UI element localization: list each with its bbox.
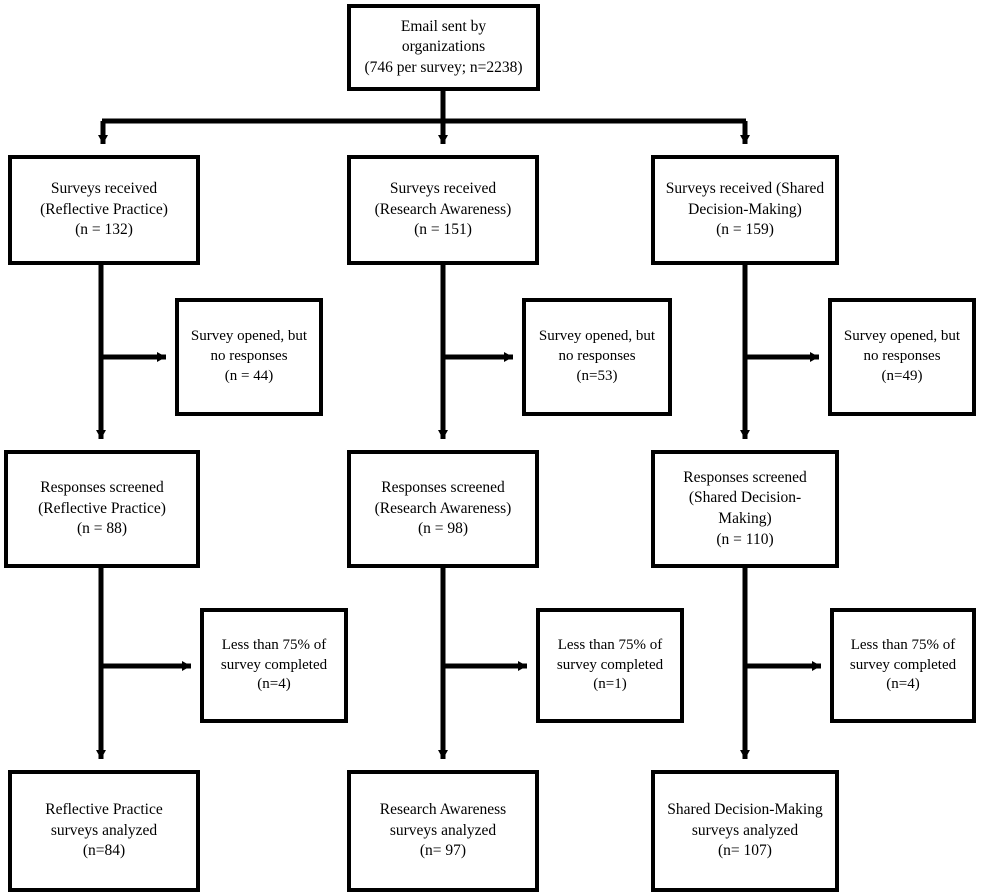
email-sent-line-1: Email sent by [400,17,487,35]
less75-rp-line-1: Less than 75% of [221,636,327,653]
responses-screened-ra-line-2: (Research Awareness) [374,499,512,517]
email-sent-line-3: (746 per survey; n=2238) [364,58,523,76]
survey-opened-ra-line-3: (n=53) [576,367,618,384]
responses-screened-ra-line-3: (n = 98) [417,520,469,538]
analyzed-sdm-line-2: surveys analyzed [691,821,799,839]
responses-screened-sdm-line-3: Making) [718,510,772,527]
less75-ra-line-3: (n=1) [593,676,627,693]
less-than-75-percent-research-awareness-box: Less than 75% of survey completed (n=1) [536,608,684,723]
survey-opened-sdm-line-2: no responses [863,348,941,365]
responses-screened-rp-line-2: (Reflective Practice) [38,499,166,517]
surveys-received-rp-line-1: Surveys received [50,180,158,198]
surveys-received-sdm-line-3: (n = 159) [716,221,774,239]
analyzed-ra-line-1: Research Awareness [379,801,507,819]
less75-sdm-line-3: (n=4) [886,676,920,693]
analyzed-sdm-line-3: (n= 107) [718,842,772,860]
email-sent-line-2: organizations [401,38,486,56]
less-than-75-percent-reflective-practice-box: Less than 75% of survey completed (n=4) [200,608,348,723]
less75-ra-line-1: Less than 75% of [557,636,663,653]
analyzed-rp-line-3: (n=84) [82,842,126,860]
responses-screened-shared-decision-making-box: Responses screened (Shared Decision- Mak… [651,450,839,568]
surveys-received-reflective-practice-box: Surveys received (Reflective Practice) (… [8,155,200,265]
survey-opened-rp-line-2: no responses [210,348,288,365]
less75-sdm-line-1: Less than 75% of [850,636,956,653]
survey-opened-sdm-line-1: Survey opened, but [843,328,961,345]
surveys-received-ra-line-3: (n = 151) [414,221,472,239]
survey-opened-ra-line-2: no responses [558,348,636,365]
analyzed-rp-line-1: Reflective Practice [45,801,163,819]
survey-opened-rp-line-3: (n = 44) [224,367,274,384]
surveys-received-research-awareness-box: Surveys received (Research Awareness) (n… [347,155,539,265]
less75-ra-line-2: survey completed [556,656,664,673]
survey-opened-no-responses-shared-decision-making-box: Survey opened, but no responses (n=49) [828,298,976,416]
responses-screened-rp-line-3: (n = 88) [76,520,128,538]
surveys-received-ra-line-1: Surveys received [389,180,497,198]
analyzed-ra-line-2: surveys analyzed [389,821,497,839]
survey-opened-rp-line-1: Survey opened, but [190,328,308,345]
shared-decision-making-surveys-analyzed-box: Shared Decision-Making surveys analyzed … [651,770,839,892]
responses-screened-sdm-line-4: (n = 110) [716,530,774,548]
survey-opened-no-responses-reflective-practice-box: Survey opened, but no responses (n = 44) [175,298,323,416]
less75-rp-line-3: (n=4) [257,676,291,693]
less75-rp-line-2: survey completed [220,656,328,673]
less-than-75-percent-shared-decision-making-box: Less than 75% of survey completed (n=4) [830,608,976,723]
survey-opened-no-responses-research-awareness-box: Survey opened, but no responses (n=53) [522,298,672,416]
survey-opened-ra-line-1: Survey opened, but [538,328,656,345]
analyzed-rp-line-2: surveys analyzed [50,821,158,839]
responses-screened-ra-line-1: Responses screened [381,479,505,497]
analyzed-sdm-line-1: Shared Decision-Making [667,801,823,819]
responses-screened-research-awareness-box: Responses screened (Research Awareness) … [347,450,539,568]
research-awareness-surveys-analyzed-box: Research Awareness surveys analyzed (n= … [347,770,539,892]
responses-screened-sdm-line-2: (Shared Decision- [688,489,802,507]
surveys-received-shared-decision-making-box: Surveys received (Shared Decision-Making… [651,155,839,265]
email-sent-box: Email sent by organizations (746 per sur… [347,4,540,91]
less75-sdm-line-2: survey completed [849,656,957,673]
responses-screened-reflective-practice-box: Responses screened (Reflective Practice)… [4,450,200,568]
analyzed-ra-line-3: (n= 97) [419,842,467,860]
surveys-received-rp-line-2: (Reflective Practice) [40,200,168,218]
survey-opened-sdm-line-3: (n=49) [881,367,923,384]
reflective-practice-surveys-analyzed-box: Reflective Practice surveys analyzed (n=… [8,770,200,892]
responses-screened-rp-line-1: Responses screened [40,479,164,497]
surveys-received-rp-line-3: (n = 132) [75,221,133,239]
responses-screened-sdm-line-1: Responses screened [683,468,807,486]
surveys-received-sdm-line-1: Surveys received (Shared [665,180,825,198]
surveys-received-ra-line-2: (Research Awareness) [374,200,512,218]
surveys-received-sdm-line-2: Decision-Making) [688,200,802,218]
